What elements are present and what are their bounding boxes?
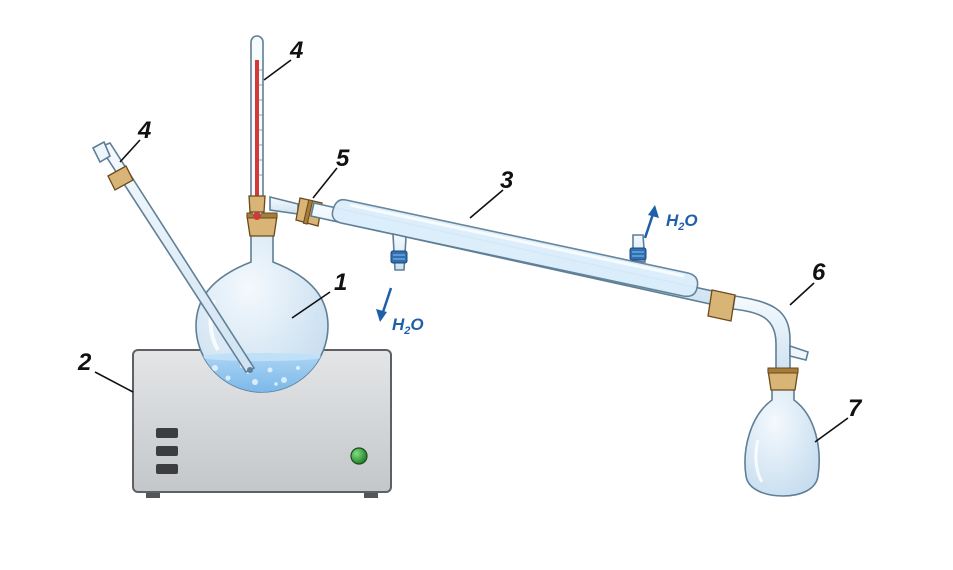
label-adapter-joint: 5 <box>336 145 350 172</box>
heater-button-2 <box>156 446 178 456</box>
heater-button-1 <box>156 428 178 438</box>
leader-condenser <box>469 189 504 219</box>
thermometer-mercury <box>255 60 259 210</box>
heater-foot-right <box>364 490 378 498</box>
inlet-tube <box>91 140 256 374</box>
label-heater: 2 <box>77 349 92 376</box>
label-receiving-flask: 7 <box>848 395 863 422</box>
leader-thermometer <box>263 59 292 81</box>
leader-joint <box>312 167 338 199</box>
label-flask: 1 <box>334 269 347 296</box>
thermometer-stopper <box>248 195 266 213</box>
liebig-condenser <box>310 198 736 310</box>
thermometer <box>248 35 266 220</box>
water-outlet-nozzle <box>629 234 647 263</box>
water-inlet-label: H2O <box>392 315 424 337</box>
label-receiver-adapter: 6 <box>812 259 826 286</box>
adapter-joint <box>707 289 736 322</box>
water-outlet-label: H2O <box>666 211 698 233</box>
heater-indicator-light <box>350 447 368 465</box>
water-in-arrow-icon <box>376 287 393 322</box>
receiving-flask <box>744 367 820 497</box>
leader-receiving-flask <box>814 417 849 443</box>
heater-button-3 <box>156 464 178 474</box>
inlet-tube-stopper <box>107 165 134 191</box>
water-out-arrow-icon <box>643 205 659 239</box>
heater-foot-left <box>146 490 160 498</box>
leader-heater <box>94 371 134 393</box>
water-inlet-nozzle <box>390 232 408 271</box>
leader-flask <box>291 291 331 319</box>
receiver-adapter <box>707 289 809 373</box>
label-thermometer: 4 <box>289 37 303 64</box>
leader-inlet-tube <box>119 139 141 163</box>
leader-adapter <box>789 282 815 306</box>
label-inlet-tube: 4 <box>137 117 151 144</box>
adapter-vent <box>789 344 809 361</box>
label-condenser: 3 <box>500 167 514 194</box>
flask-stopper <box>246 215 278 237</box>
